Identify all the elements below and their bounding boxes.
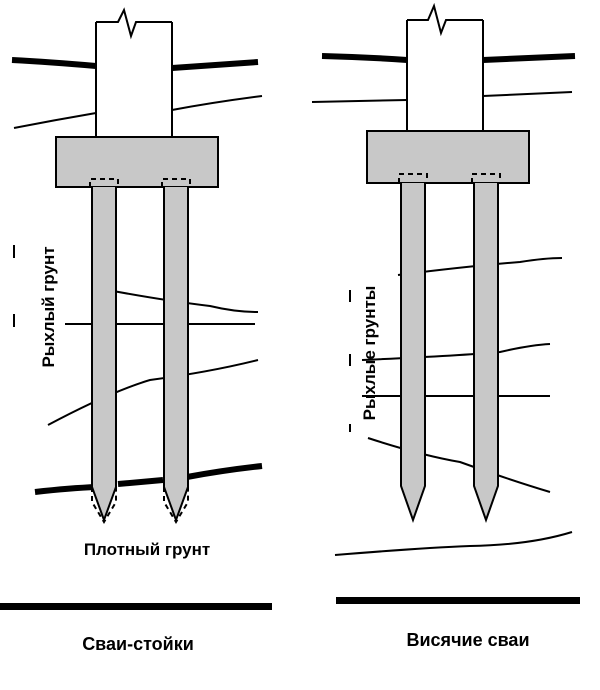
pile-cap	[366, 130, 530, 184]
dense-soil-label: Плотный грунт	[84, 540, 210, 559]
ground-surface-line	[11, 57, 97, 69]
end-bearing-pile-diagram: Рыхлый грунт Плотный грунт Сваи-стойки	[0, 7, 272, 654]
soil-layer-line	[334, 531, 573, 556]
break-line	[407, 2, 483, 37]
pile-embed-dashes	[471, 173, 501, 183]
pile-embed-dashes	[398, 173, 428, 183]
ground-surface-line	[321, 53, 408, 63]
loose-soils-label: Рыхлые грунты	[360, 286, 379, 421]
pile-tip-dashes	[91, 487, 117, 524]
friction-pile-diagram: Рыхлые грунты Висячие сваи	[311, 2, 580, 650]
soil-layer-line	[397, 257, 563, 276]
soil-layer-line	[171, 95, 263, 111]
column	[95, 7, 173, 137]
ground-surface-line	[482, 53, 576, 63]
base-line	[336, 597, 580, 604]
dense-soil-boundary	[34, 463, 263, 495]
caption-end-bearing-piles: Сваи-стойки	[82, 634, 194, 654]
pile	[471, 173, 501, 524]
soil-layer-line	[13, 112, 97, 129]
pile	[89, 178, 119, 524]
pile-embed-dashes	[161, 178, 191, 187]
pile	[161, 178, 191, 524]
pile-cap	[55, 136, 219, 188]
base-line	[0, 603, 272, 610]
soil-layer-line	[311, 99, 408, 103]
soil-layer-line	[47, 359, 259, 426]
pile	[398, 173, 428, 524]
soil-layer-line	[96, 287, 259, 313]
caption-friction-piles: Висячие сваи	[406, 630, 529, 650]
loose-soil-label: Рыхлый грунт	[39, 246, 58, 367]
soil-layer-line	[361, 343, 551, 361]
soil-layer-line	[367, 437, 551, 493]
break-line	[96, 7, 172, 40]
column	[406, 2, 484, 131]
pile-embed-dashes	[89, 178, 119, 187]
pile-tip-dashes	[163, 487, 189, 524]
ground-surface-line	[171, 59, 259, 71]
soil-layer-line	[482, 91, 573, 97]
